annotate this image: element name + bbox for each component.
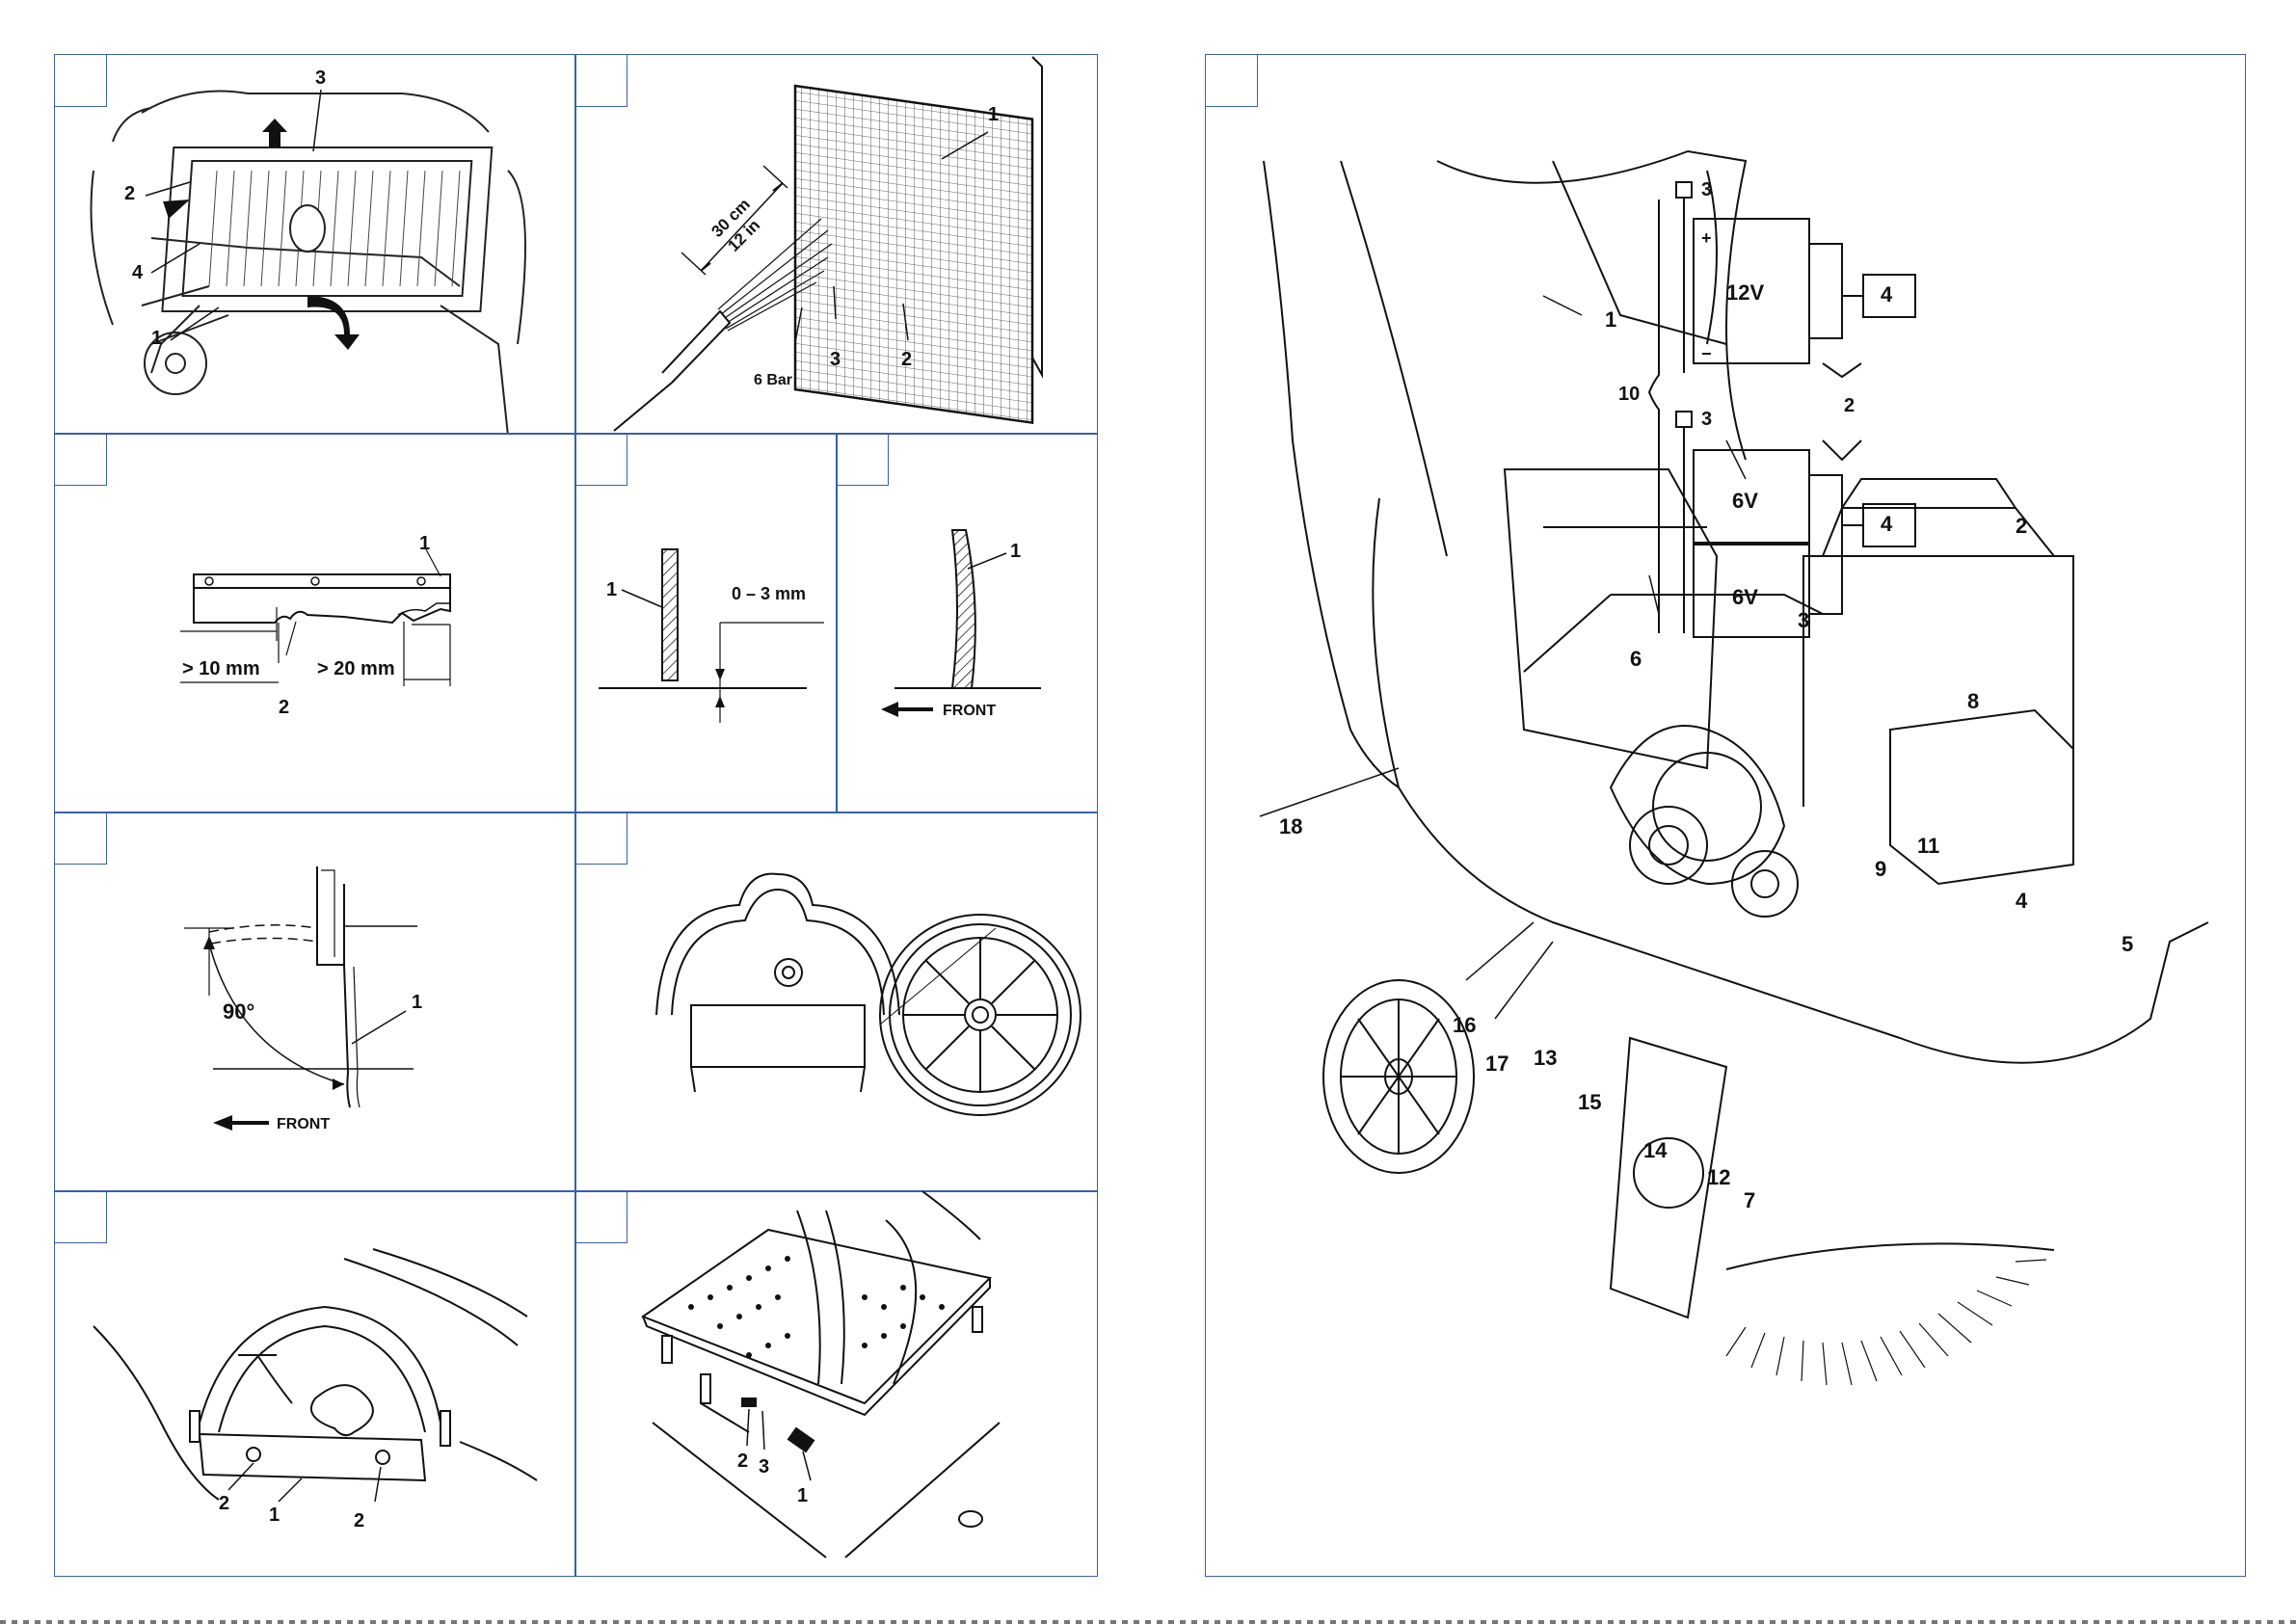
callout-1: 1 bbox=[412, 992, 422, 1013]
callout-3: 3 bbox=[830, 349, 841, 370]
callout-4: 4 bbox=[132, 262, 144, 283]
callout-18: 18 bbox=[1279, 814, 1302, 839]
callout-8: 8 bbox=[1967, 689, 1979, 713]
sweeper-overview-illustration: 12V 6V 6V + − 4 4 3 3 2 10 1 2 3 4 5 6 7… bbox=[1206, 55, 2246, 1577]
minus-terminal: − bbox=[1701, 344, 1712, 363]
front-label: FRONT bbox=[277, 1116, 330, 1132]
callout-12: 12 bbox=[1707, 1165, 1730, 1189]
battery-12v-label: 12V bbox=[1726, 280, 1764, 305]
callout-16: 16 bbox=[1453, 1013, 1476, 1037]
figure-1-panel: 3 2 4 1 bbox=[54, 54, 576, 435]
callout-1: 1 bbox=[606, 579, 617, 600]
filter-removal-illustration: 3 2 4 1 bbox=[55, 55, 576, 435]
callout-1: 1 bbox=[151, 328, 162, 349]
figure-3-panel: > 10 mm > 20 mm 2 1 bbox=[54, 433, 576, 813]
figure-7-panel bbox=[574, 812, 1098, 1192]
battery-callout-10: 10 bbox=[1618, 384, 1640, 405]
callout-3: 3 bbox=[1798, 608, 1809, 632]
battery-6v-top-label: 6V bbox=[1732, 489, 1758, 513]
callout-1: 1 bbox=[1010, 541, 1021, 562]
flap-angle-illustration: 1 90° FRONT bbox=[55, 812, 576, 1192]
figure-6-panel: 1 90° FRONT bbox=[54, 812, 576, 1192]
figure-2-panel: 30 cm 12 in 1 2 3 6 Bar bbox=[574, 54, 1098, 435]
callout-15: 15 bbox=[1578, 1090, 1601, 1114]
figure-main-panel: 12V 6V 6V + − 4 4 3 3 2 10 1 2 3 4 5 6 7… bbox=[1205, 54, 2246, 1577]
skirt-illustration: 2 1 2 bbox=[55, 1191, 576, 1577]
callout-17: 17 bbox=[1485, 1052, 1508, 1076]
figure-8-panel: 2 1 2 bbox=[54, 1190, 576, 1577]
callout-4: 4 bbox=[2016, 889, 2028, 913]
callout-2: 2 bbox=[901, 349, 912, 370]
battery-callout-2: 2 bbox=[1844, 395, 1855, 416]
battery-callout-3-top: 3 bbox=[1701, 179, 1712, 200]
brush-housing-illustration bbox=[575, 812, 1098, 1192]
control-board-illustration: 2 3 1 bbox=[575, 1191, 1098, 1577]
gap-label: 0 – 3 mm bbox=[732, 584, 806, 603]
battery-callout-3-bottom: 3 bbox=[1701, 409, 1712, 430]
callout-3: 3 bbox=[759, 1456, 769, 1478]
cut-line bbox=[0, 1620, 2296, 1624]
callout-14: 14 bbox=[1643, 1138, 1668, 1162]
blade-clearance-illustration: 1 0 – 3 mm bbox=[575, 434, 838, 813]
filter-cleaning-illustration: 30 cm 12 in 1 2 3 6 Bar bbox=[575, 55, 1098, 435]
callout-1: 1 bbox=[419, 533, 430, 554]
battery-callout-4-bottom: 4 bbox=[1881, 512, 1893, 536]
plus-terminal: + bbox=[1701, 228, 1712, 248]
callout-2-left: 2 bbox=[219, 1493, 229, 1514]
callout-1: 1 bbox=[797, 1485, 808, 1506]
battery-6v-bottom-label: 6V bbox=[1732, 585, 1758, 609]
blade-flex-illustration: 1 FRONT bbox=[837, 434, 1098, 813]
figure-9-panel: 2 3 1 bbox=[574, 1190, 1098, 1577]
callout-9: 9 bbox=[1875, 857, 1886, 881]
callout-6: 6 bbox=[1630, 647, 1642, 671]
dim-b-label: > 20 mm bbox=[317, 658, 395, 679]
front-label: FRONT bbox=[943, 703, 996, 719]
blade-wear-illustration: > 10 mm > 20 mm 2 1 bbox=[55, 434, 576, 813]
callout-5: 5 bbox=[2122, 932, 2133, 956]
pressure-label: 6 Bar bbox=[754, 372, 792, 388]
figure-5-panel: 1 FRONT bbox=[836, 433, 1098, 813]
callout-13: 13 bbox=[1534, 1046, 1557, 1070]
callout-3: 3 bbox=[315, 67, 326, 89]
callout-7: 7 bbox=[1744, 1188, 1755, 1212]
callout-2-right: 2 bbox=[354, 1510, 364, 1531]
battery-callout-4-top: 4 bbox=[1881, 282, 1893, 306]
callout-1: 1 bbox=[269, 1504, 280, 1526]
figure-4-panel: 1 0 – 3 mm bbox=[574, 433, 838, 813]
callout-2: 2 bbox=[124, 183, 135, 204]
callout-1: 1 bbox=[1605, 307, 1616, 332]
callout-2: 2 bbox=[737, 1451, 748, 1472]
callout-2: 2 bbox=[279, 697, 289, 718]
callout-1: 1 bbox=[988, 104, 999, 125]
callout-11: 11 bbox=[1917, 834, 1939, 858]
callout-2: 2 bbox=[2016, 514, 2027, 538]
angle-label: 90° bbox=[223, 999, 254, 1024]
dim-a-label: > 10 mm bbox=[182, 658, 260, 679]
